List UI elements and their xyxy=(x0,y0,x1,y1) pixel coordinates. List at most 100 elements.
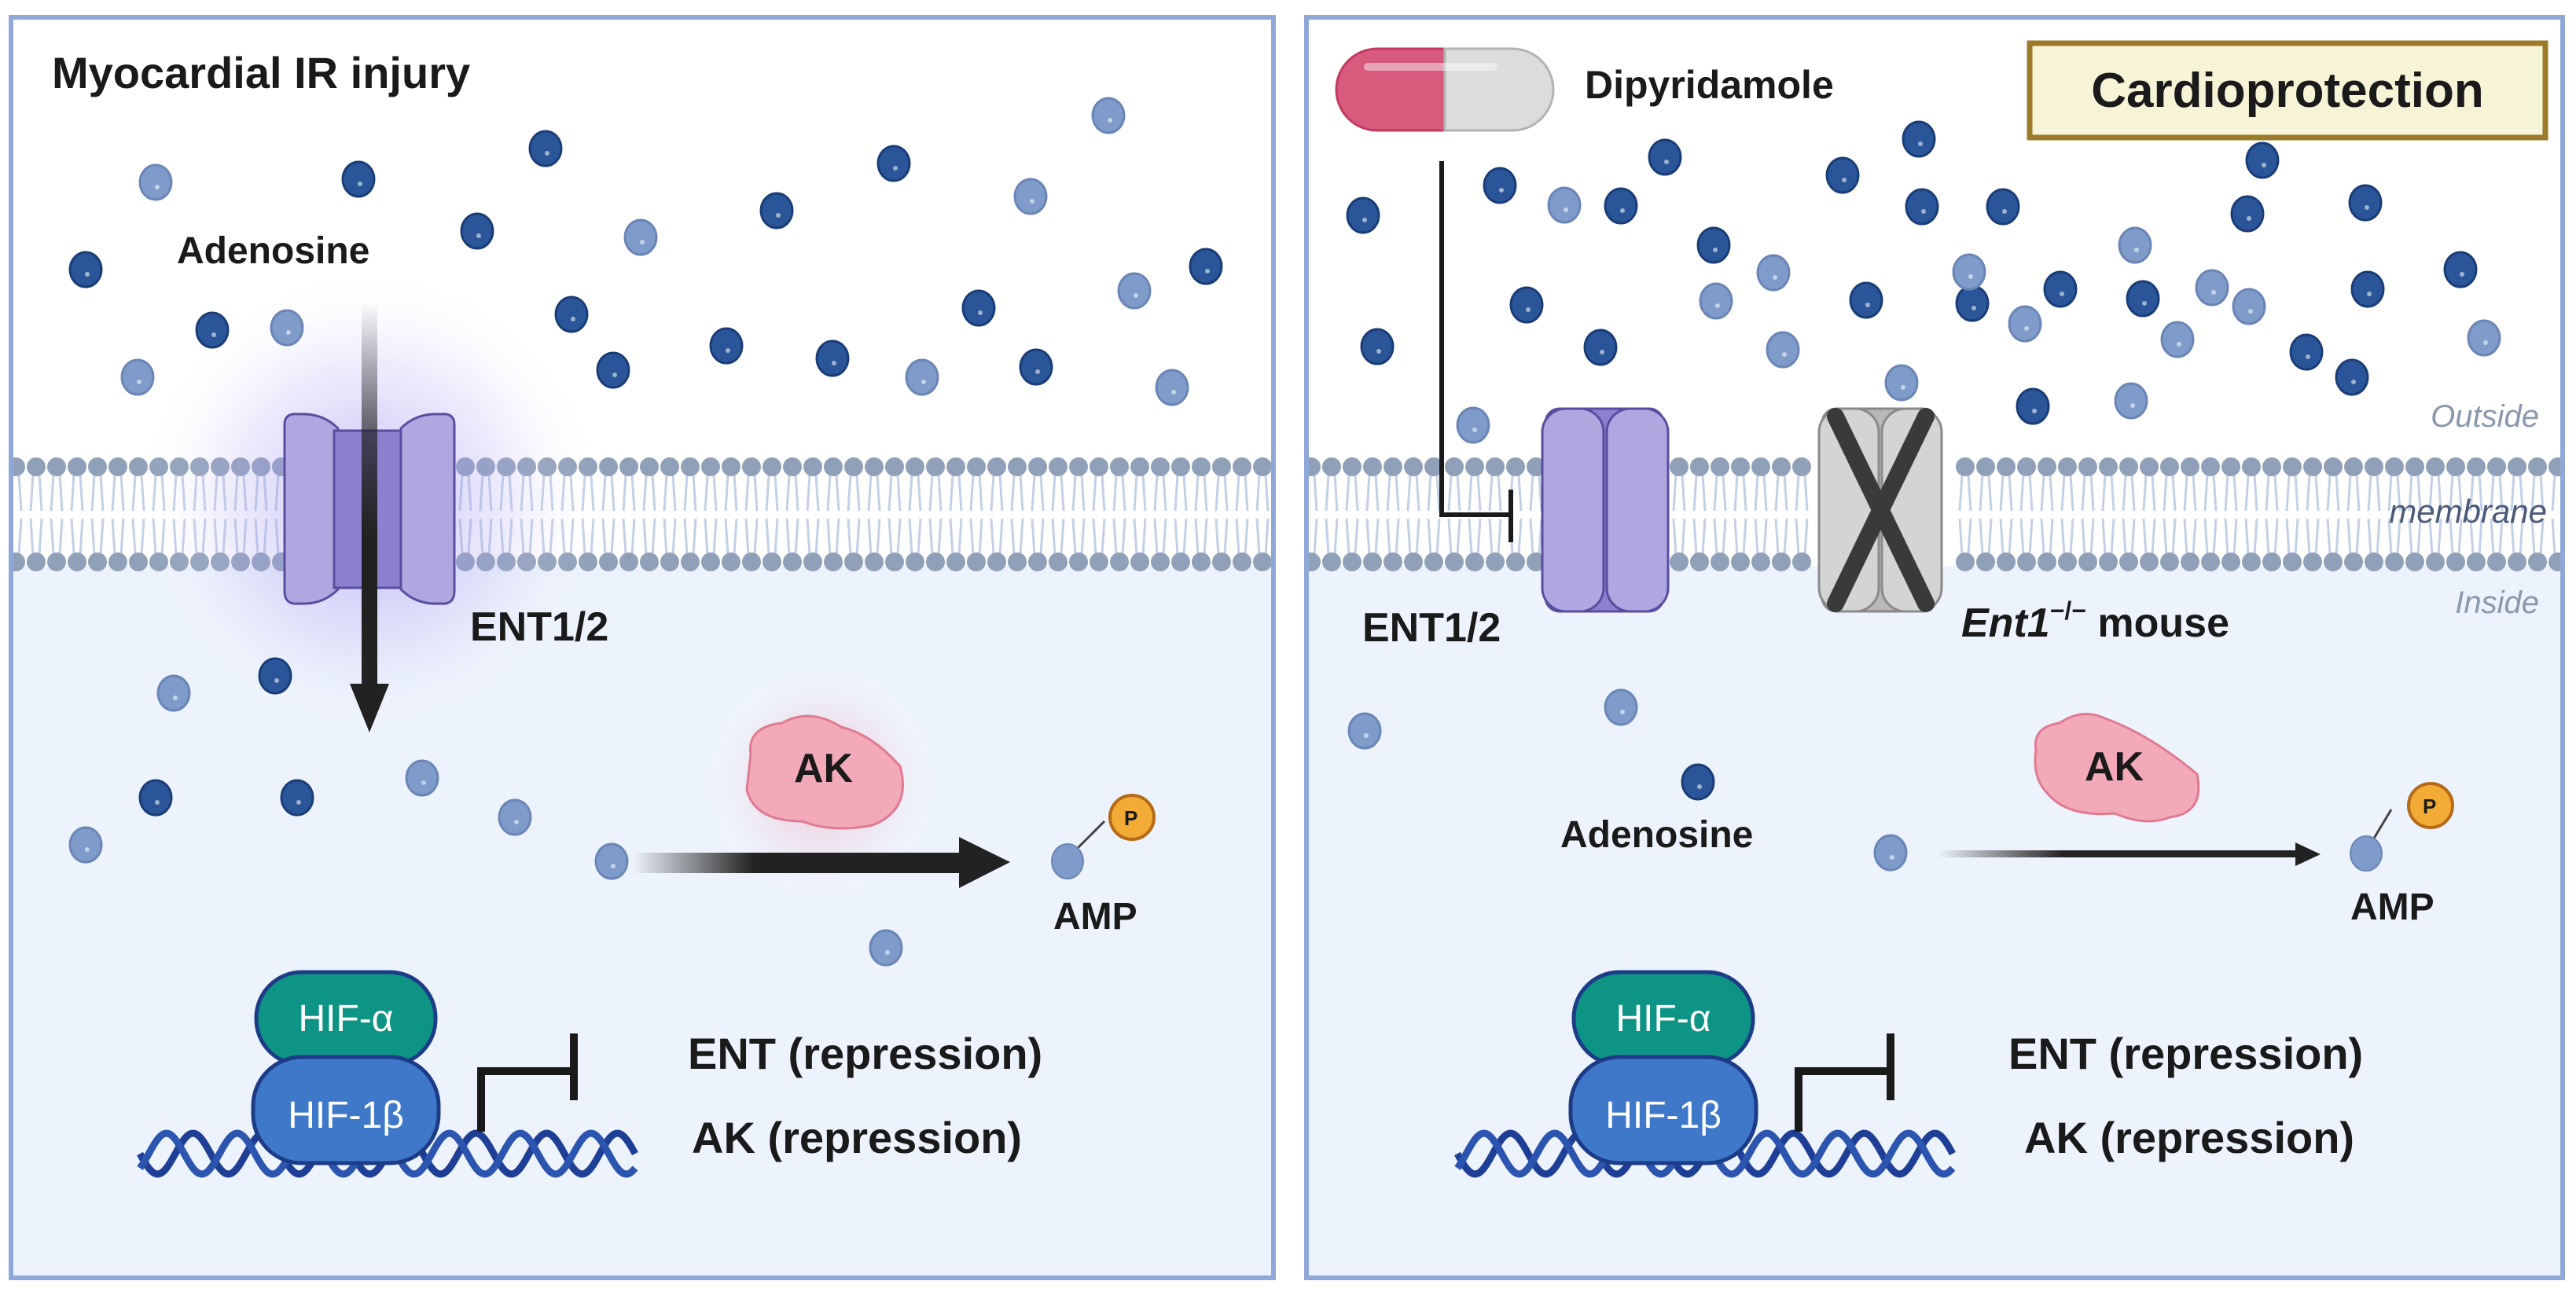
adenosine-molecule xyxy=(1902,120,1936,158)
adenosine-molecule xyxy=(1884,364,1919,402)
adenosine-molecule xyxy=(405,759,439,797)
cell-membrane xyxy=(1306,457,2563,571)
adenosine-molecule xyxy=(195,311,230,349)
adenosine-molecule xyxy=(2289,333,2324,371)
adenosine-molecule xyxy=(1986,188,2020,226)
adenosine-molecule xyxy=(1825,156,1860,194)
right-panel-border xyxy=(1304,15,2565,1280)
left-panel: Myocardial IR injury Adenosine ENT1/2 AK… xyxy=(11,17,1273,1278)
ak-label: AK xyxy=(2085,744,2144,790)
adenosine-molecule xyxy=(1873,834,1908,872)
adenosine-molecules xyxy=(68,97,1223,967)
adenosine-molecule xyxy=(1509,286,1544,324)
svg-text:P: P xyxy=(1124,806,1137,830)
ent-transporter-inhibited[interactable] xyxy=(1541,407,1670,613)
phosphorylation-arrow xyxy=(633,837,1010,888)
adenosine-molecule xyxy=(2118,226,2152,264)
adenosine-label: Adenosine xyxy=(177,230,369,272)
adenosine-molecule xyxy=(2230,195,2265,233)
adenosine-molecule xyxy=(1483,167,1517,204)
adenosine-molecule xyxy=(1117,272,1152,310)
cardioprotection-banner: Cardioprotection xyxy=(2027,40,2548,141)
adenosine-molecule xyxy=(759,192,794,229)
adenosine-molecule xyxy=(528,130,563,167)
left-panel-border xyxy=(9,15,1276,1280)
adenosine-molecule xyxy=(1905,188,1939,226)
adenosine-molecule xyxy=(1346,196,1380,234)
ak-repression-text: AK (repression) xyxy=(2024,1113,2354,1162)
adenosine-molecule xyxy=(1696,226,1731,264)
adenosine-molecule xyxy=(2245,141,2280,179)
adenosine-kinase: AK xyxy=(2034,713,2200,823)
inside-label: Inside xyxy=(2455,585,2539,620)
knockout-suffix: mouse xyxy=(2086,600,2229,646)
adenosine-molecule xyxy=(280,779,314,817)
adenosine-molecule xyxy=(1648,138,1682,176)
phosphate-icon xyxy=(1108,794,1156,841)
influx-arrow xyxy=(350,303,389,732)
adenosine-molecules xyxy=(1346,120,2501,872)
hif-complex: HIF-α HIF-1β xyxy=(251,970,441,1165)
adenosine-molecule xyxy=(156,674,191,712)
svg-text:Cardioprotection: Cardioprotection xyxy=(2091,64,2483,118)
adenosine-molecule xyxy=(2335,358,2369,396)
amp-label: AMP xyxy=(2350,886,2435,928)
adenosine-molecule xyxy=(1756,254,1791,292)
adenosine-molecule xyxy=(460,212,494,250)
promoter-repression-symbol xyxy=(1795,1033,1894,1132)
ent-repression-text: ENT (repression) xyxy=(688,1029,1042,1078)
knockout-gene: Ent1 xyxy=(1961,600,2050,646)
ak-repression-text: AK (repression) xyxy=(692,1113,1022,1162)
adenosine-molecule xyxy=(869,929,903,967)
adenosine-molecule xyxy=(1583,329,1618,366)
outside-label: Outside xyxy=(2431,399,2539,434)
transporter-label: ENT1/2 xyxy=(470,604,608,650)
adenosine-molecule xyxy=(1155,369,1189,406)
adenosine-molecule xyxy=(961,289,996,327)
membrane-label: membrane xyxy=(2389,493,2547,530)
adenosine-molecule xyxy=(2114,382,2148,420)
adenosine-molecule xyxy=(1189,248,1223,285)
adenosine-molecule xyxy=(138,779,173,817)
adenosine-molecule xyxy=(2008,305,2042,343)
adenosine-molecule xyxy=(120,358,155,396)
adenosine-molecule xyxy=(2016,387,2050,425)
hif-beta-label: HIF-1β xyxy=(1605,1095,1722,1136)
adenosine-molecule xyxy=(2043,270,2078,308)
phosphorylation-arrow-reduced xyxy=(1938,842,2321,866)
adenosine-molecule xyxy=(258,657,292,695)
transporter-label: ENT1/2 xyxy=(1362,605,1501,651)
panel-title: Myocardial IR injury xyxy=(52,48,470,97)
right-panel: Dipyridamole Cardioprotection ENT1/2 E xyxy=(1306,17,2563,1278)
adenosine-molecule xyxy=(1604,688,1638,726)
adenosine-molecule xyxy=(594,842,629,880)
adenosine-molecule xyxy=(1347,712,1382,750)
adenosine-molecule xyxy=(596,351,630,389)
adenosine-molecule xyxy=(341,160,376,198)
amp-molecule: P xyxy=(1051,794,1156,879)
adenosine-label: Adenosine xyxy=(1560,814,1753,856)
adenosine-molecule xyxy=(1952,253,1986,291)
amp-label: AMP xyxy=(1053,896,1137,938)
adenosine-molecule xyxy=(2443,251,2478,288)
adenosine-molecule xyxy=(270,309,304,347)
knockout-label: Ent1−/− mouse xyxy=(1961,596,2229,646)
adenosine-molecule xyxy=(2195,269,2229,306)
ak-label: AK xyxy=(794,746,854,791)
adenosine-molecule xyxy=(1547,186,1582,224)
adenosine-molecule xyxy=(68,251,103,288)
adenosine-molecule xyxy=(1849,281,1883,319)
adenosine-kinase: AK xyxy=(745,714,904,830)
adenosine-molecule xyxy=(876,145,911,182)
promoter-repression-symbol xyxy=(477,1033,578,1132)
adenosine-molecule xyxy=(815,340,850,377)
adenosine-molecule xyxy=(554,295,589,333)
adenosine-molecule xyxy=(1681,763,1715,801)
adenosine-molecule xyxy=(68,826,103,864)
hif-alpha-label: HIF-α xyxy=(1615,998,1711,1040)
knockout-genotype: −/− xyxy=(2050,596,2086,625)
adenosine-molecule xyxy=(2348,184,2383,222)
amp-molecule: P xyxy=(2350,782,2454,872)
dipyridamole-pill-icon xyxy=(1335,47,1555,132)
adenosine-molecule xyxy=(2467,319,2501,357)
